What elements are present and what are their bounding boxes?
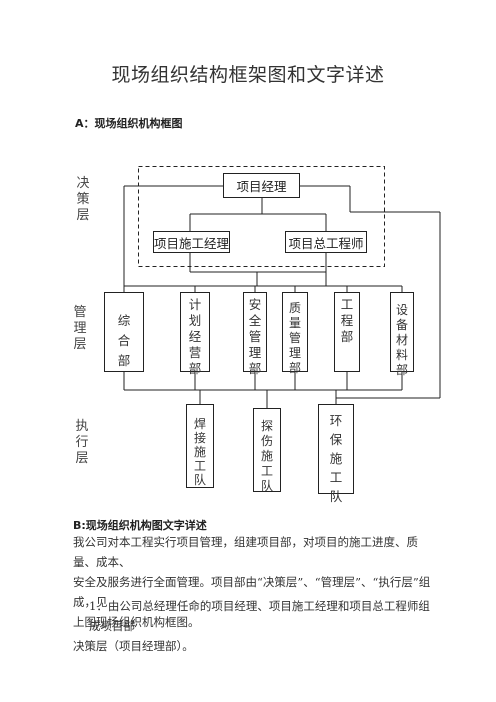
dept-quality-label: 质量管理部 — [288, 301, 301, 375]
dept-safety-label: 安全管理部 — [248, 297, 262, 376]
description-paragraph: 我公司对本工程实行项目管理，组建项目部，对项目的施工进度、质量、成本、 安全及服… — [73, 532, 433, 632]
team-environmental-label: 环保施工队 — [329, 413, 343, 504]
team-welding-box: 焊接施工队 — [186, 404, 214, 488]
dept-general-box: 综合部 — [104, 292, 144, 372]
dept-general-label: 综合部 — [117, 313, 131, 368]
dept-engineering-box: 工程部 — [334, 292, 360, 372]
paragraph-line: 上图现场组织机构框图。 — [73, 615, 200, 629]
item-1-line: 1．由公司总经理任命的项目经理、项目施工经理和项目总工程师组成项目部 — [89, 599, 430, 633]
paragraph-line: 我公司对本工程实行项目管理，组建项目部，对项目的施工进度、质量、成本、 — [73, 535, 418, 569]
team-inspection-label: 探伤施工队 — [260, 419, 273, 493]
project-manager-box: 项目经理 — [223, 173, 300, 198]
chief-engineer-box: 项目总工程师 — [285, 231, 367, 253]
section-b-heading: B:现场组织机构图文字详述 — [73, 519, 207, 532]
dept-safety-box: 安全管理部 — [243, 292, 267, 376]
paragraph-line: 安全及服务进行全面管理。项目部由“决策层”、“管理层”、“执行层”组成，见 — [73, 575, 431, 609]
construction-manager-label: 项目施工经理 — [154, 235, 230, 251]
page-title: 现场组织结构框架图和文字详述 — [111, 64, 385, 86]
team-inspection-box: 探伤施工队 — [253, 408, 281, 493]
construction-manager-box: 项目施工经理 — [153, 231, 230, 253]
section-a-heading: A：现场组织机构框图 — [75, 117, 183, 130]
dept-equipment-label: 设备材料部 — [395, 303, 408, 377]
dept-planning-box: 计划经营部 — [180, 292, 210, 376]
execution-layer-label: 执行层 — [75, 419, 89, 466]
item-1-line: 决策层（项目经理部）。 — [73, 639, 194, 653]
chief-engineer-label: 项目总工程师 — [288, 235, 364, 251]
dept-equipment-box: 设备材料部 — [390, 292, 414, 377]
management-layer-label: 管理层 — [73, 305, 87, 352]
item-1: 1．由公司总经理任命的项目经理、项目施工经理和项目总工程师组成项目部 决策层（项… — [73, 596, 439, 656]
dept-engineering-label: 工程部 — [340, 297, 354, 344]
team-welding-label: 焊接施工队 — [193, 417, 206, 487]
dept-quality-box: 质量管理部 — [282, 292, 308, 375]
project-manager-label: 项目经理 — [236, 179, 287, 194]
decision-layer-boundary — [138, 166, 385, 267]
decision-layer-label: 决策层 — [76, 176, 90, 223]
team-environmental-box: 环保施工队 — [318, 404, 354, 504]
dept-planning-label: 计划经营部 — [188, 297, 202, 376]
